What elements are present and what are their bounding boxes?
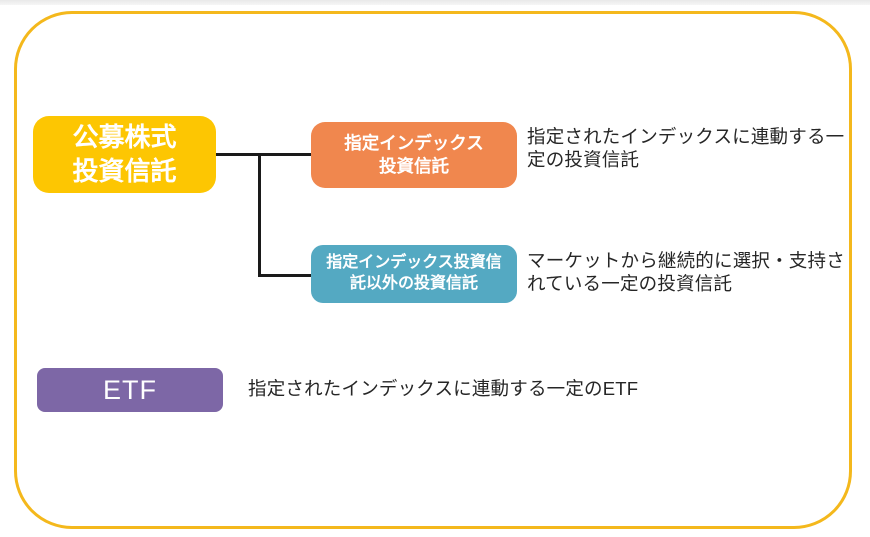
branch-box-label-line2: 投資信託 xyxy=(379,156,449,176)
branch-description-other-than-designated-index-trust: マーケットから継続的に選択・支持されている一定の投資信託 xyxy=(527,250,845,294)
connector-horizontal-bottom xyxy=(258,274,312,277)
branch-box-designated-index-trust: 指定インデックス 投資信託 xyxy=(311,122,517,188)
root-box-label-line2: 投資信託 xyxy=(72,155,177,186)
branch-box-label-line2: 託以外の投資信託 xyxy=(349,275,478,292)
branch-box-label-line1: 指定インデックス xyxy=(344,133,484,154)
connector-horizontal-top xyxy=(216,153,312,156)
etf-box-label: ETF xyxy=(103,374,157,405)
etf-box: ETF xyxy=(37,368,223,412)
etf-description: 指定されたインデックスに連動する一定のETF xyxy=(248,378,639,399)
root-box-public-stock-trust: 公募株式 投資信託 xyxy=(33,116,216,193)
root-box-label-line1: 公募株式 xyxy=(72,121,177,152)
branch-box-label-line1: 指定インデックス投資信 xyxy=(326,254,502,272)
branch-description-designated-index-trust: 指定されたインデックスに連動する一定の投資信託 xyxy=(527,126,845,170)
branch-box-other-than-designated-index-trust: 指定インデックス投資信 託以外の投資信託 xyxy=(311,245,517,303)
connector-vertical xyxy=(258,153,261,277)
page-top-edge xyxy=(0,0,870,5)
